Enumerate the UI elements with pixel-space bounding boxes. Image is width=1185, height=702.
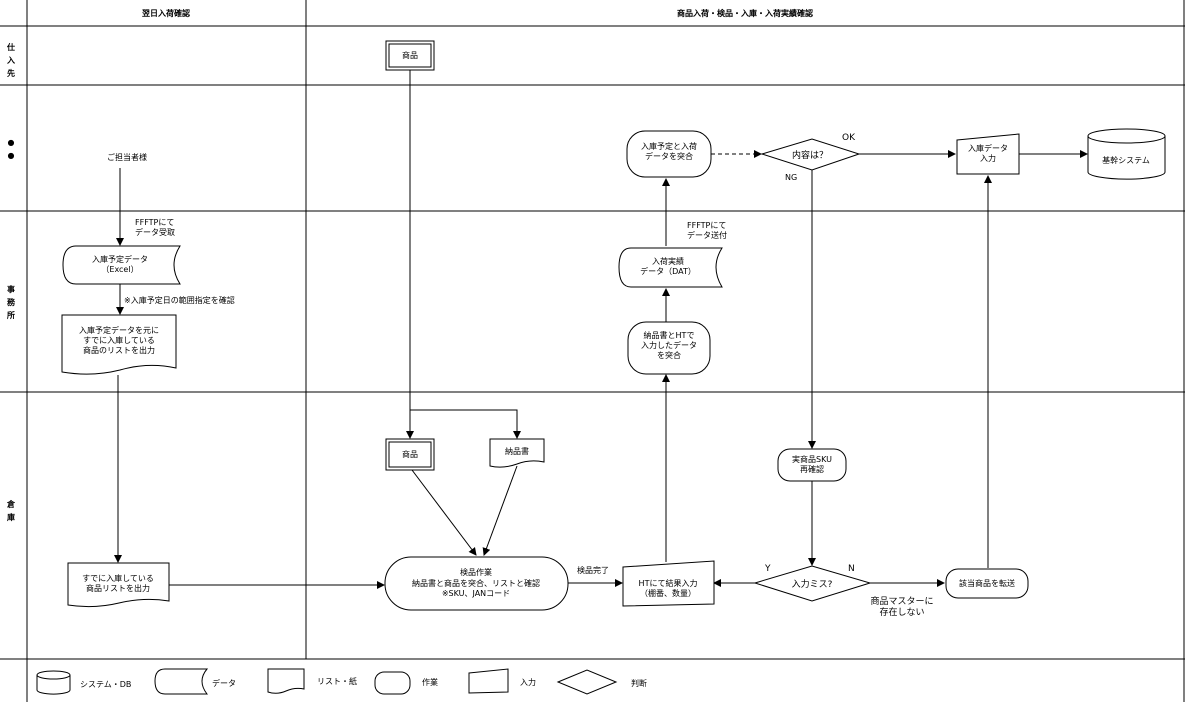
lane-label-office: 事 務 所 [6,284,16,320]
result-data-node: 入荷実績 データ（DAT） [618,247,723,288]
svg-text:を突合: を突合 [657,350,681,360]
match-plan-node: 入庫予定と入荷 データを突合 [626,130,712,178]
svg-text:●: ● [8,151,15,160]
svg-text:該当商品を転送: 該当商品を転送 [959,578,1015,588]
lane-label-client: ● ● [8,138,15,160]
plan-data-node: 入庫予定データ （Excel） [62,245,181,285]
svg-text:倉: 倉 [6,499,16,509]
svg-text:データ送付: データ送付 [687,230,727,240]
transfer-node: 該当商品を転送 [945,568,1029,599]
svg-text:HTにて結果入力: HTにて結果入力 [639,578,698,588]
svg-text:入庫データ: 入庫データ [968,143,1008,153]
lane-label-supplier: 仕 入 先 [6,42,15,78]
svg-text:（Excel）: （Excel） [101,265,138,274]
svg-text:事: 事 [7,284,15,294]
svg-text:入力: 入力 [980,153,996,163]
svg-text:システム・DB: システム・DB [80,680,131,689]
core-system-node: 基幹システム [1087,128,1166,180]
svg-text:入力したデータ: 入力したデータ [641,340,697,350]
svg-text:入: 入 [6,56,15,65]
svg-text:仕: 仕 [6,42,15,52]
inspection-done-label: 検品完了 [577,565,609,575]
ng-label: NG [785,173,797,182]
svg-text:FFFTPにて: FFFTPにて [135,218,174,227]
legend: システム・DB データ リスト・紙 作業 入力 判断 [36,668,647,695]
svg-text:所: 所 [6,310,15,320]
inspection-task-node: 検品作業 納品書と商品を突合、リストと確認 ※SKU、JANコード [384,556,569,611]
svg-text:納品書とHTで: 納品書とHTで [644,330,695,340]
list-output-node: 入庫予定データを元に すでに入庫している 商品のリストを出力 [61,314,177,375]
svg-text:※SKU、JANコード: ※SKU、JANコード [442,589,510,598]
svg-text:内容は？: 内容は？ [792,149,828,161]
legend-decision: 判断 [556,669,647,695]
svg-text:商品: 商品 [402,50,418,60]
ftp-receive-label: FFFTPにて データ受取 [135,218,175,237]
svg-text:先: 先 [7,68,15,78]
header-right: 商品入荷・検品・入庫・入荷実績確認 [677,8,813,18]
svg-text:入庫予定データを元に: 入庫予定データを元に [79,325,159,335]
svg-text:再確認: 再確認 [800,464,824,474]
svg-text:判断: 判断 [631,678,647,688]
legend-system-db: システム・DB [36,670,131,695]
svg-text:入力ミス?: 入力ミス? [792,578,833,590]
svg-text:データ受取: データ受取 [135,227,175,237]
svg-text:検品作業: 検品作業 [460,567,492,577]
legend-input: 入力 [468,668,536,694]
client-contact-label: ご担当者様 [107,152,147,162]
connectors [114,70,1088,589]
svg-text:入荷実績: 入荷実績 [652,256,684,266]
svg-text:データを突合: データを突合 [645,151,693,161]
header-left: 翌日入荷確認 [142,8,190,18]
sku-recheck-node: 実商品SKU 再確認 [777,448,847,482]
range-note: ※入庫予定日の範囲指定を確認 [124,295,235,305]
product-node-warehouse: 商品 [385,438,435,471]
svg-text:すでに入庫している: すでに入庫している [82,573,154,583]
svg-text:納品書: 納品書 [505,446,529,456]
svg-text:リスト・紙: リスト・紙 [317,676,357,686]
content-check-decision: 内容は？ [760,138,861,171]
svg-text:基幹システム: 基幹システム [1102,155,1150,165]
svg-text:商品リストを出力: 商品リストを出力 [86,583,150,593]
ftp-send-label: FFFTPにて データ送付 [687,221,727,240]
ht-input-node: HTにて結果入力 （棚番、数量） [622,560,715,607]
product-node-supplier: 商品 [385,40,435,71]
svg-text:商品のリストを出力: 商品のリストを出力 [83,345,155,355]
not-in-master-label: 商品マスターに 存在しない [870,595,933,618]
svg-text:すでに入庫している: すでに入庫している [83,335,155,345]
y-label: Y [764,564,771,574]
svg-text:作業: 作業 [422,677,438,687]
n-label: N [848,564,855,574]
svg-text:務: 務 [7,297,16,307]
legend-list-paper: リスト・紙 [267,668,357,694]
svg-text:商品: 商品 [402,449,418,459]
svg-text:納品書と商品を突合、リストと確認: 納品書と商品を突合、リストと確認 [412,578,540,588]
svg-text:入庫予定データ: 入庫予定データ [92,254,148,264]
svg-text:存在しない: 存在しない [879,606,924,618]
svg-text:実商品SKU: 実商品SKU [792,454,832,464]
delivery-note-node: 納品書 [489,438,545,468]
lane-label-warehouse: 倉 庫 [6,499,16,522]
input-error-decision: 入力ミス? [753,565,872,602]
svg-text:（棚番、数量）: （棚番、数量） [640,588,696,598]
svg-text:FFFTPにて: FFFTPにて [687,221,726,230]
warehouse-list-node: すでに入庫している 商品リストを出力 [67,562,170,608]
match-ht-node: 納品書とHTで 入力したデータ を突合 [627,321,711,375]
ok-label: OK [842,133,856,143]
svg-text:データ（DAT）: データ（DAT） [640,266,696,276]
stock-input-node: 入庫データ 入力 [956,133,1020,175]
svg-text:商品マスターに: 商品マスターに [870,595,933,607]
legend-task: 作業 [374,671,438,695]
svg-text:●: ● [8,138,15,147]
svg-text:入力: 入力 [520,677,536,687]
svg-text:入庫予定と入荷: 入庫予定と入荷 [641,141,697,151]
svg-text:データ: データ [212,678,236,688]
svg-text:庫: 庫 [7,512,15,522]
legend-data: データ [154,668,236,695]
